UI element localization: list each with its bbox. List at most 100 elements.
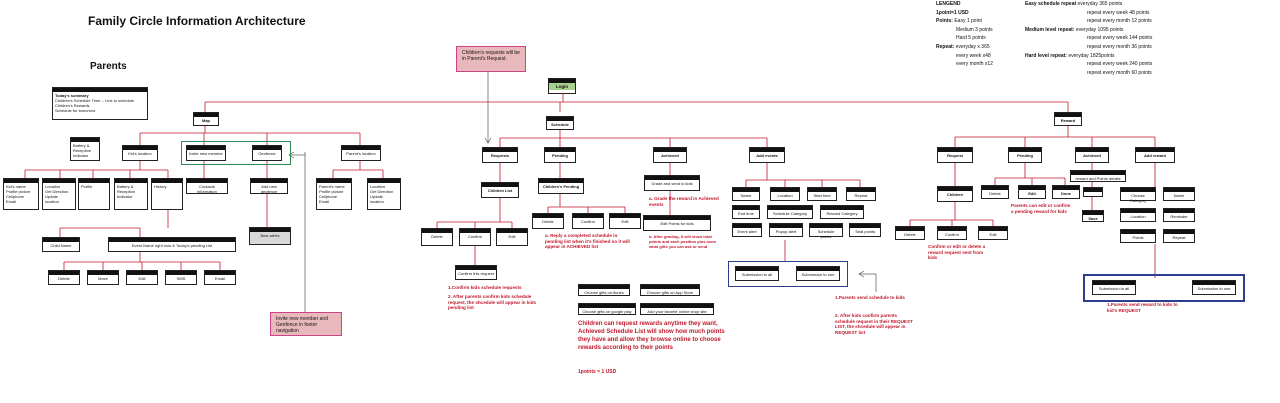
legend-repeat-month: every month x12 xyxy=(956,61,993,68)
r-pending-label: Pending xyxy=(1017,153,1033,158)
legend-easy-1: repeat every week 48 points xyxy=(1087,9,1150,16)
r-repeat-node[interactable]: Repeat xyxy=(1163,229,1195,243)
ev-reward-cat-node[interactable]: Reward Category xyxy=(820,205,864,219)
requests-node[interactable]: Requests xyxy=(482,147,518,163)
one-point-annotation: 1points = 1 USD xyxy=(578,369,617,375)
pend-confirm-label: Confirm xyxy=(580,219,595,224)
ev-location-node[interactable]: Location xyxy=(770,187,800,201)
child-name-node: Child Name xyxy=(42,237,80,252)
r-pend-edit-node[interactable]: Edit xyxy=(1018,185,1046,199)
reward-node[interactable]: Reward xyxy=(1054,112,1082,126)
act-edit-node[interactable]: Edit xyxy=(126,270,158,285)
legend-right: Easy schedule repeat everyday 365 points… xyxy=(1025,0,1185,77)
gift-appstore-node[interactable]: Choose gifts on App Store xyxy=(640,284,700,296)
r-req-edit-node[interactable]: Edit xyxy=(978,226,1008,240)
contacts-label: Contacts information xyxy=(197,184,217,194)
r-save-node[interactable]: Save xyxy=(1082,210,1104,222)
r-achieved-node[interactable]: Achieved xyxy=(1075,147,1109,163)
submission-all-node[interactable]: Submission to all xyxy=(735,266,779,281)
r-req-delete-node[interactable]: Delete xyxy=(895,226,925,240)
ev-start-node[interactable]: Start time xyxy=(807,187,837,201)
children-rewards-annotation: Children can request rewards anytime the… xyxy=(578,321,725,351)
add-geofence-node[interactable]: Add new geofence xyxy=(250,178,288,194)
map-node[interactable]: Map xyxy=(193,112,219,126)
gift-favorite-shop-node[interactable]: Add your favorite online shop site xyxy=(640,303,714,315)
r-pend-done-node[interactable]: Done xyxy=(1052,185,1080,199)
pend-confirm-node[interactable]: Confirm xyxy=(572,213,604,229)
act-delete-label: Delete xyxy=(58,276,70,281)
parent-loc-1: Location xyxy=(370,184,386,189)
childrens-pending-node[interactable]: Children's Pending xyxy=(538,178,584,194)
req-delete-node[interactable]: Delete xyxy=(421,228,453,246)
r-category-node[interactable]: Choose Category xyxy=(1120,187,1156,203)
ev-sched-cat-node[interactable]: Schedule Category xyxy=(767,205,813,219)
r-submission-frame xyxy=(1083,274,1245,302)
legend-easy-2: repeat every month 12 points xyxy=(1087,18,1152,25)
gift-googleplay-node[interactable]: Choose gifts on google play xyxy=(578,303,636,315)
ev-end-node[interactable]: End time xyxy=(732,205,760,219)
invite-member-node[interactable]: Invite new member xyxy=(186,145,226,161)
pending-node[interactable]: Pending xyxy=(544,147,576,163)
confirm-request-node[interactable]: Confirm this request xyxy=(455,265,497,280)
kid-loc-4: location xyxy=(45,199,59,204)
add-events-node[interactable]: Add events xyxy=(749,147,785,163)
r-name-node[interactable]: Name xyxy=(1163,187,1195,201)
ev-sched-points-node[interactable]: Schedule points xyxy=(809,223,843,239)
r-reminder-node[interactable]: Reminder xyxy=(1163,208,1195,222)
r-req-edit-label: Edit xyxy=(989,232,997,237)
r-add-reward-node[interactable]: Add reward xyxy=(1135,147,1175,163)
gift-itunes-node[interactable]: Choose gifts on itunes xyxy=(578,284,630,296)
pend-edit-node[interactable]: Edit xyxy=(609,213,641,229)
r-location-node[interactable]: Location xyxy=(1120,208,1156,222)
grade-node[interactable]: Grade and send to kids xyxy=(644,175,700,191)
r-pending-node[interactable]: Pending xyxy=(1008,147,1042,163)
r-details-node[interactable]: reward and Points details xyxy=(1070,170,1126,182)
r-submission-all-label: Submission to all xyxy=(1098,286,1130,291)
kids-location-node[interactable]: Kid's location xyxy=(122,145,158,161)
kid-email: Email xyxy=(6,199,17,204)
ev-alert-node[interactable]: Event alert xyxy=(732,223,762,237)
ev-name-node[interactable]: Name xyxy=(732,187,760,201)
parents-edit-annotation: Parents can edit or confirm a pending re… xyxy=(1011,203,1071,214)
r-request-label: Request xyxy=(947,153,963,158)
r-submission-one-node[interactable]: Submission to one xyxy=(1192,280,1236,295)
ev-popup-node[interactable]: Popup alert xyxy=(769,223,803,237)
achieved-label: Achieved xyxy=(661,153,679,158)
ev-repeat-node[interactable]: Repeat xyxy=(846,187,876,201)
r-points-node[interactable]: Points xyxy=(1120,229,1156,243)
ev-total-node[interactable]: Total points xyxy=(849,223,881,237)
edit-points-node[interactable]: Edit Points for kids xyxy=(643,215,711,231)
req-edit-node[interactable]: Edit xyxy=(496,228,528,246)
r-pend-edit-label: Edit xyxy=(1028,191,1036,196)
act-sms-node[interactable]: SMS xyxy=(165,270,197,285)
submission-one-node[interactable]: Submission to one xyxy=(796,266,840,281)
parents-location-node[interactable]: Parent's location xyxy=(341,145,381,161)
battery-line-2: Reception xyxy=(73,148,92,153)
children-list-node[interactable]: Children List xyxy=(481,182,519,198)
r-req-confirm-node[interactable]: Confirm xyxy=(937,226,967,240)
history-node[interactable]: History xyxy=(151,178,183,210)
contacts-node[interactable]: Contacts information xyxy=(186,178,228,194)
r-request-node[interactable]: Request xyxy=(937,147,973,163)
act-move-node[interactable]: Move xyxy=(87,270,119,285)
submission-frame xyxy=(728,261,848,287)
achieved-node[interactable]: Achieved xyxy=(653,147,687,163)
r-submission-all-node[interactable]: Submission to all xyxy=(1092,280,1136,295)
history-label: History xyxy=(154,184,167,189)
geofence-node[interactable]: Geofence xyxy=(252,145,282,161)
profile-node[interactable]: Profile xyxy=(78,178,110,210)
gift-favorite-shop-label: Add your favorite online shop site xyxy=(647,309,707,314)
act-delete-node[interactable]: Delete xyxy=(48,270,80,285)
r-children-node[interactable]: Children xyxy=(937,186,973,202)
req-confirm-node[interactable]: Confirm xyxy=(459,228,491,246)
pend-delete-node[interactable]: Delete xyxy=(532,213,564,229)
login-node[interactable]: Login xyxy=(548,78,576,94)
r-points-label: Points xyxy=(1132,235,1144,240)
schedule-node[interactable]: Schedule xyxy=(546,116,574,130)
legend-hard-1: repeat every week 240 points xyxy=(1087,61,1153,68)
r-pend-delete-node[interactable]: Delete xyxy=(981,185,1009,199)
act-email-node[interactable]: Email xyxy=(204,270,236,285)
